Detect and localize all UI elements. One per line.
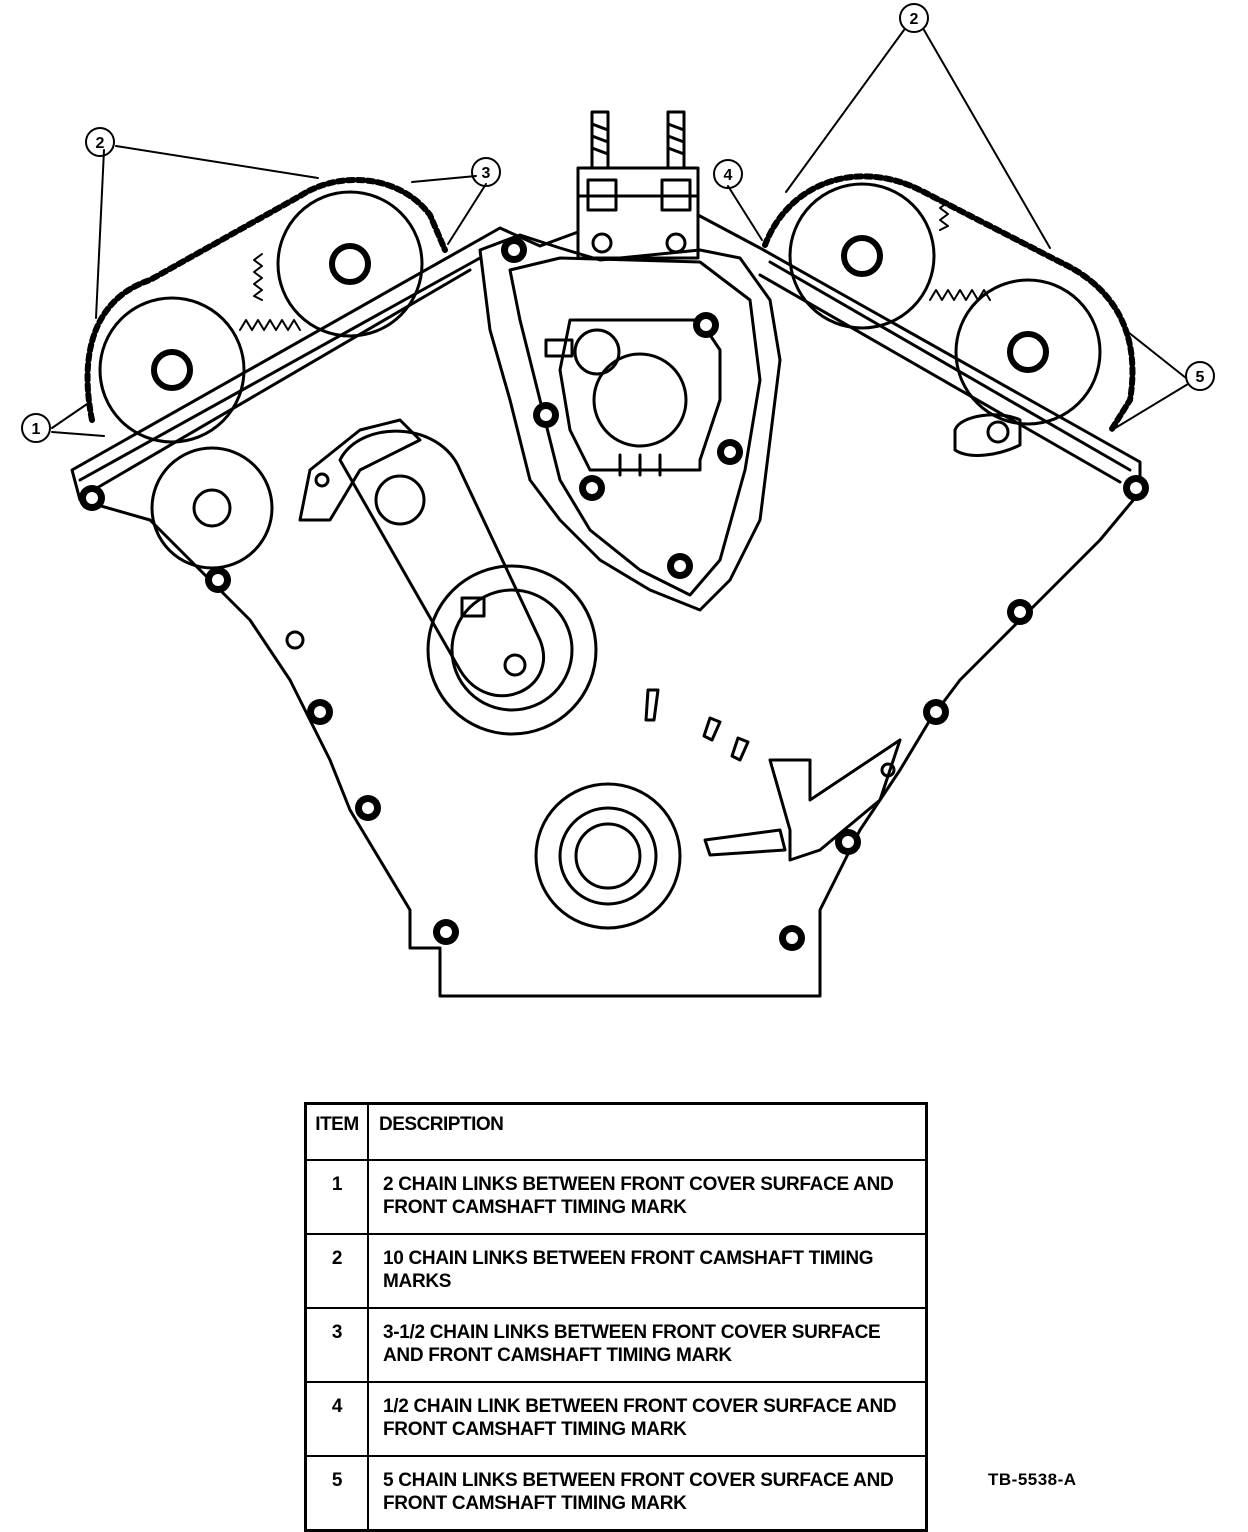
svg-text:2: 2 <box>910 11 919 28</box>
left-front-cam-sprocket <box>98 296 246 444</box>
callout-5: 5 <box>1185 361 1215 391</box>
tensioner-pivot <box>374 474 426 526</box>
legend-row: 1 2 CHAIN LINKS BETWEEN FRONT COVER SURF… <box>304 1159 928 1235</box>
crankshaft-seal-middle <box>558 806 658 906</box>
tensioner-bracket <box>298 418 422 522</box>
tensioner-pulley <box>426 564 598 736</box>
callout-1: 1 <box>21 413 51 443</box>
legend-header-description: DESCRIPTION <box>367 1102 928 1161</box>
pump-tabs <box>618 453 662 477</box>
crankshaft-seal-inner <box>574 822 642 890</box>
right-mount-tab-hole <box>986 420 1010 444</box>
right-front-cam-sprocket <box>954 278 1102 426</box>
bracket-block-right <box>660 178 692 212</box>
right-timing-chain <box>762 173 1136 435</box>
idler-pulley-left-hub <box>192 488 232 528</box>
left-rear-cam-sprocket <box>276 190 424 338</box>
idler-pulley-left <box>150 446 274 570</box>
legend-row: 4 1/2 CHAIN LINK BETWEEN FRONT COVER SUR… <box>304 1381 928 1457</box>
legend-item-number: 4 <box>304 1381 369 1457</box>
legend-row: 3 3-1/2 CHAIN LINKS BETWEEN FRONT COVER … <box>304 1307 928 1383</box>
svg-text:5: 5 <box>1196 369 1205 386</box>
svg-text:2: 2 <box>96 135 105 152</box>
right-rear-cam-sprocket <box>788 182 936 330</box>
right-side-bracket <box>768 738 902 862</box>
svg-text:3: 3 <box>482 165 491 182</box>
tensioner-pulley-inner <box>450 588 574 712</box>
legend-item-number: 1 <box>304 1159 369 1235</box>
callout-2-right: 2 <box>899 3 929 33</box>
legend-item-number: 3 <box>304 1307 369 1383</box>
legend-header-item: ITEM <box>304 1102 369 1161</box>
timing-marks <box>644 688 750 762</box>
pump-slot <box>544 338 574 358</box>
legend-item-description: 10 CHAIN LINKS BETWEEN FRONT CAMSHAFT TI… <box>367 1233 928 1309</box>
engine-front-cover-diagram: 1 2 3 4 2 5 <box>21 3 1215 998</box>
tensioner-pulley-bolt <box>503 653 527 677</box>
legend-row: 5 5 CHAIN LINKS BETWEEN FRONT COVER SURF… <box>304 1455 928 1532</box>
callout-4: 4 <box>713 159 743 189</box>
right-gear-teeth <box>929 201 991 301</box>
left-front-cam-sprocket-hub <box>151 349 193 391</box>
front-cover-outline <box>70 194 1142 998</box>
inner-housing <box>478 233 782 612</box>
legend-row: 2 10 CHAIN LINKS BETWEEN FRONT CAMSHAFT … <box>304 1233 928 1309</box>
legend-item-description: 5 CHAIN LINKS BETWEEN FRONT COVER SURFAC… <box>367 1455 928 1532</box>
tensioner-square <box>460 596 486 618</box>
legend-item-number: 2 <box>304 1233 369 1309</box>
tensioner-bracket-hole <box>314 472 330 488</box>
cover-bolt-centers <box>86 244 1142 944</box>
right-dowel-hole <box>880 762 896 778</box>
bracket-hole-right <box>665 232 687 254</box>
right-mount-tab <box>953 413 1022 457</box>
crankshaft-seal-outer <box>534 782 682 930</box>
tensioner-arm <box>338 429 545 698</box>
callout-2-left: 2 <box>85 127 115 157</box>
top-bracket <box>576 166 700 260</box>
pump-small-bore <box>573 328 621 376</box>
stud-right <box>666 110 686 170</box>
left-gear-teeth <box>239 253 301 331</box>
legend-item-description: 2 CHAIN LINKS BETWEEN FRONT COVER SURFAC… <box>367 1159 928 1235</box>
leader-lines <box>51 29 1189 437</box>
right-rear-cam-sprocket-hub <box>841 235 883 277</box>
right-front-cam-sprocket-hub <box>1007 331 1049 373</box>
bracket-hole-left <box>591 232 613 254</box>
legend-header-row: ITEM DESCRIPTION <box>304 1102 928 1161</box>
left-timing-chain <box>84 176 448 423</box>
legend-item-number: 5 <box>304 1455 369 1532</box>
svg-text:4: 4 <box>724 167 733 184</box>
pump-bore <box>592 352 688 448</box>
right-cover-top-edge <box>758 260 1132 484</box>
legend-item-description: 3-1/2 CHAIN LINKS BETWEEN FRONT COVER SU… <box>367 1307 928 1383</box>
left-dowel-hole <box>285 630 305 650</box>
stud-left <box>590 110 610 170</box>
legend-table: ITEM DESCRIPTION 1 2 CHAIN LINKS BETWEEN… <box>304 1102 928 1532</box>
figure-reference-code: TB-5538-A <box>988 1470 1077 1489</box>
crank-pointer <box>703 828 787 857</box>
left-cover-top-edge <box>78 256 482 494</box>
legend-item-description: 1/2 CHAIN LINK BETWEEN FRONT COVER SURFA… <box>367 1381 928 1457</box>
callout-3: 3 <box>471 157 501 187</box>
svg-text:1: 1 <box>32 421 41 438</box>
bracket-block-left <box>586 178 618 212</box>
left-rear-cam-sprocket-hub <box>329 243 371 285</box>
